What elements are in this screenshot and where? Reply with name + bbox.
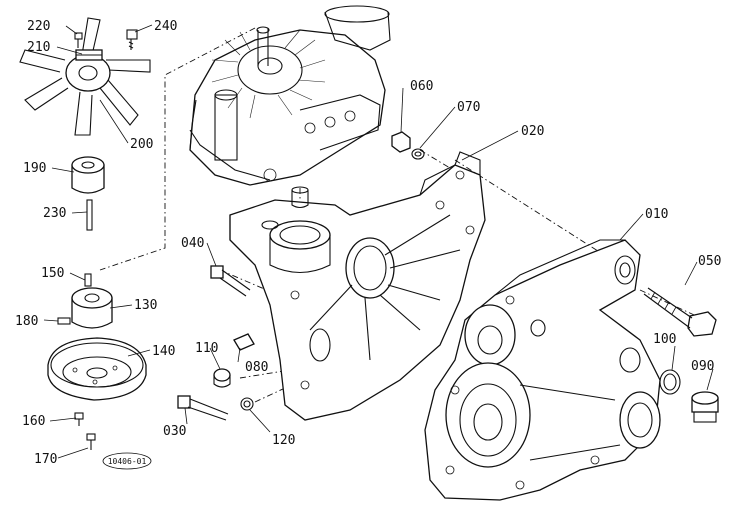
cooling-fan	[19, 17, 151, 136]
washer-120	[240, 397, 254, 411]
setscrew-180	[57, 317, 71, 325]
callout-020: 020	[521, 124, 544, 139]
callout-050: 050	[698, 254, 721, 269]
bolt-240	[126, 29, 138, 50]
callout-240: 240	[154, 19, 177, 34]
callout-110: 110	[195, 341, 218, 356]
plug-110	[213, 368, 231, 388]
callout-150: 150	[41, 266, 64, 281]
callout-210: 210	[27, 40, 50, 55]
figure-id-text: 10406-01	[108, 457, 147, 466]
callout-labels: 220 240 210 200 190 230 150 130 180 140 …	[15, 19, 721, 467]
hub-130	[71, 287, 113, 329]
washer-100	[659, 369, 681, 395]
nut-060	[391, 131, 411, 153]
collar-190	[71, 156, 105, 194]
callout-100: 100	[653, 332, 676, 347]
transmission-unit	[189, 5, 391, 186]
figure-id-tag: 10406-01	[102, 452, 152, 470]
callout-120: 120	[272, 433, 295, 448]
callout-180: 180	[15, 314, 38, 329]
callout-140: 140	[152, 344, 175, 359]
callout-170: 170	[34, 452, 57, 467]
callout-030: 030	[163, 424, 186, 439]
pin-150	[84, 273, 92, 287]
plug-090	[691, 391, 719, 423]
center-case-020	[229, 151, 486, 421]
callout-230: 230	[43, 206, 66, 221]
bolt-050	[643, 287, 717, 337]
key-080	[233, 333, 255, 351]
bolt-170	[86, 433, 96, 450]
axle-case-010	[424, 239, 661, 501]
callout-200: 200	[130, 137, 153, 152]
washer-070	[411, 148, 425, 160]
callout-220: 220	[27, 19, 50, 34]
callout-190: 190	[23, 161, 46, 176]
callout-160: 160	[22, 414, 45, 429]
callout-010: 010	[645, 207, 668, 222]
leader-lines	[43, 24, 714, 459]
callout-130: 130	[134, 298, 157, 313]
bolt-220	[74, 32, 83, 48]
pulley-140	[47, 337, 147, 401]
callout-060: 060	[410, 79, 433, 94]
bolt-160	[74, 412, 84, 426]
callout-070: 070	[457, 100, 480, 115]
callout-090: 090	[691, 359, 714, 374]
callout-040: 040	[181, 236, 204, 251]
bolt-040	[210, 265, 251, 297]
bolt-030	[177, 395, 229, 421]
pin-230	[86, 199, 93, 231]
callout-080: 080	[245, 360, 268, 375]
